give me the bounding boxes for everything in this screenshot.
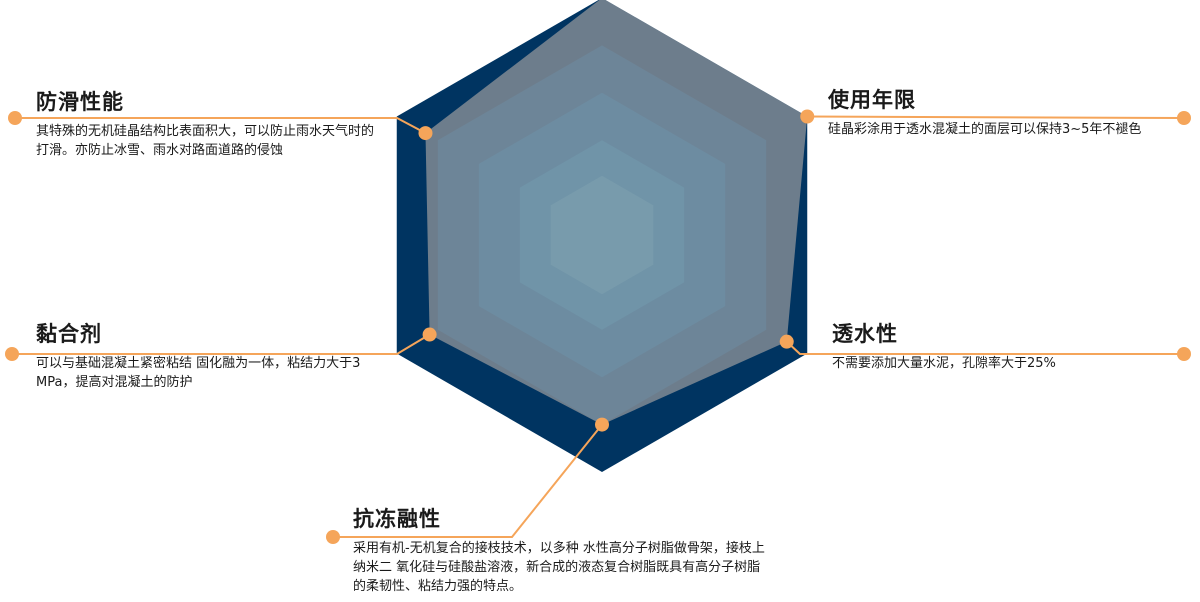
leader-endpoint [1177, 111, 1191, 125]
feature-title: 抗冻融性 [353, 507, 441, 531]
feature-title: 透水性 [832, 322, 898, 346]
leader-endpoint [5, 347, 19, 361]
feature-description: 不需要添加大量水泥，孔隙率大于25% [832, 356, 1056, 371]
leader-line [15, 117, 426, 134]
feature-description: 可以与基础混凝土紧密粘结 固化融为一体，粘结力大于3 MPa，提高对混凝土的防护 [36, 356, 361, 390]
leader-endpoint [326, 530, 340, 544]
leader-line [807, 115, 1185, 119]
feature-service-life: 使用年限 硅晶彩涂用于透水混凝土的面层可以保持3~5年不褪色 [828, 86, 1158, 139]
feature-slip-resistance: 防滑性能 其特殊的无机硅晶结构比表面积大，可以防止雨水天气时的打滑。亦防止冰雪、… [36, 88, 386, 160]
leader-endpoint [1177, 347, 1191, 361]
leader-line [333, 423, 603, 538]
radar-point [418, 126, 433, 141]
leader-line [12, 333, 431, 355]
radar-point [800, 109, 815, 124]
feature-title: 黏合剂 [36, 322, 102, 346]
feature-title: 防滑性能 [36, 90, 124, 114]
feature-permeability: 透水性 不需要添加大量水泥，孔隙率大于25% [832, 320, 1162, 373]
feature-freeze-thaw: 抗冻融性 采用有机-无机复合的接枝技术，以多种 水性高分子树脂做骨架，接枝上纳米… [353, 505, 773, 596]
feature-description: 硅晶彩涂用于透水混凝土的面层可以保持3~5年不褪色 [828, 122, 1142, 137]
feature-description: 采用有机-无机复合的接枝技术，以多种 水性高分子树脂做骨架，接枝上纳米二 氧化硅… [353, 541, 765, 594]
radar-point [595, 417, 609, 432]
radar-series-area [425, 0, 808, 425]
radar-point [779, 334, 794, 349]
radar-point [422, 327, 437, 342]
feature-binder: 黏合剂 可以与基础混凝土紧密粘结 固化融为一体，粘结力大于3 MPa，提高对混凝… [36, 320, 386, 392]
feature-description: 其特殊的无机硅晶结构比表面积大，可以防止雨水天气时的打滑。亦防止冰雪、雨水对路面… [36, 124, 375, 158]
leader-endpoint [8, 111, 22, 125]
feature-title: 使用年限 [828, 88, 916, 112]
